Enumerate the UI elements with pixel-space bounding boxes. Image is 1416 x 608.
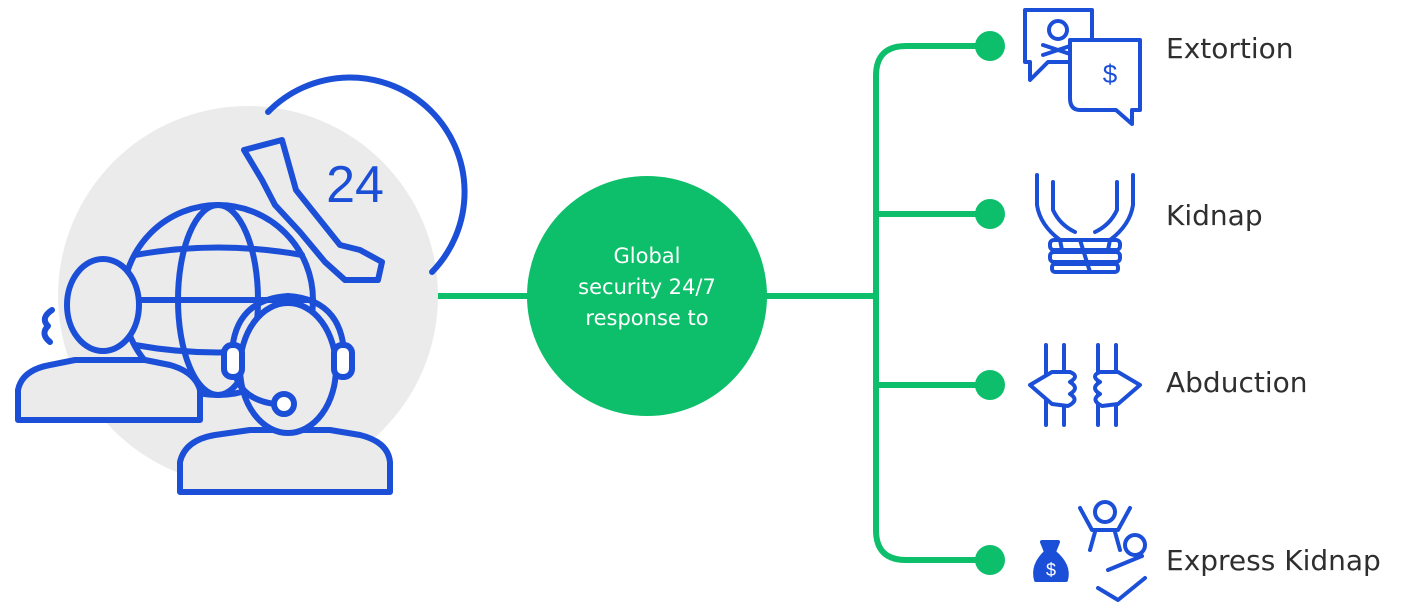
map-ribbon-icon [241, 137, 385, 283]
user-icon [15, 256, 203, 423]
kidnap-icon [1035, 173, 1135, 274]
item-label-kidnap: Kidnap [1166, 199, 1263, 232]
time-arc-icon [265, 74, 468, 275]
badge-24: 24 [326, 156, 384, 214]
hub-text-line-2: security 24/7 [578, 275, 716, 299]
abduction-icon [1028, 343, 1142, 427]
branch-dot-kidnap [975, 199, 1005, 229]
hub-text-line-3: response to [585, 306, 709, 330]
svg-text:$: $ [1046, 560, 1056, 580]
headset-agent-icon [177, 293, 393, 495]
agent-illustration: 24 [15, 74, 468, 495]
item-label-abduction: Abduction [1166, 366, 1308, 399]
hub-text-line-1: Global [613, 244, 681, 268]
branch-dots [975, 31, 1005, 575]
hub-text: Global security 24/7 response to [527, 241, 767, 334]
svg-text:$: $ [1103, 59, 1118, 89]
item-label-express-kidnap: Express Kidnap [1166, 544, 1381, 577]
branch-trunk [873, 43, 993, 563]
item-label-extortion: Extortion [1166, 32, 1294, 65]
branch-dot-extortion [975, 31, 1005, 61]
connector-lines [434, 43, 993, 563]
branch-dot-abduction [975, 370, 1005, 400]
extortion-icon: $ [1023, 8, 1142, 126]
branch-dot-express-kidnap [975, 545, 1005, 575]
hub-circle [527, 176, 767, 416]
express-kidnap-icon: $ [1033, 500, 1147, 602]
